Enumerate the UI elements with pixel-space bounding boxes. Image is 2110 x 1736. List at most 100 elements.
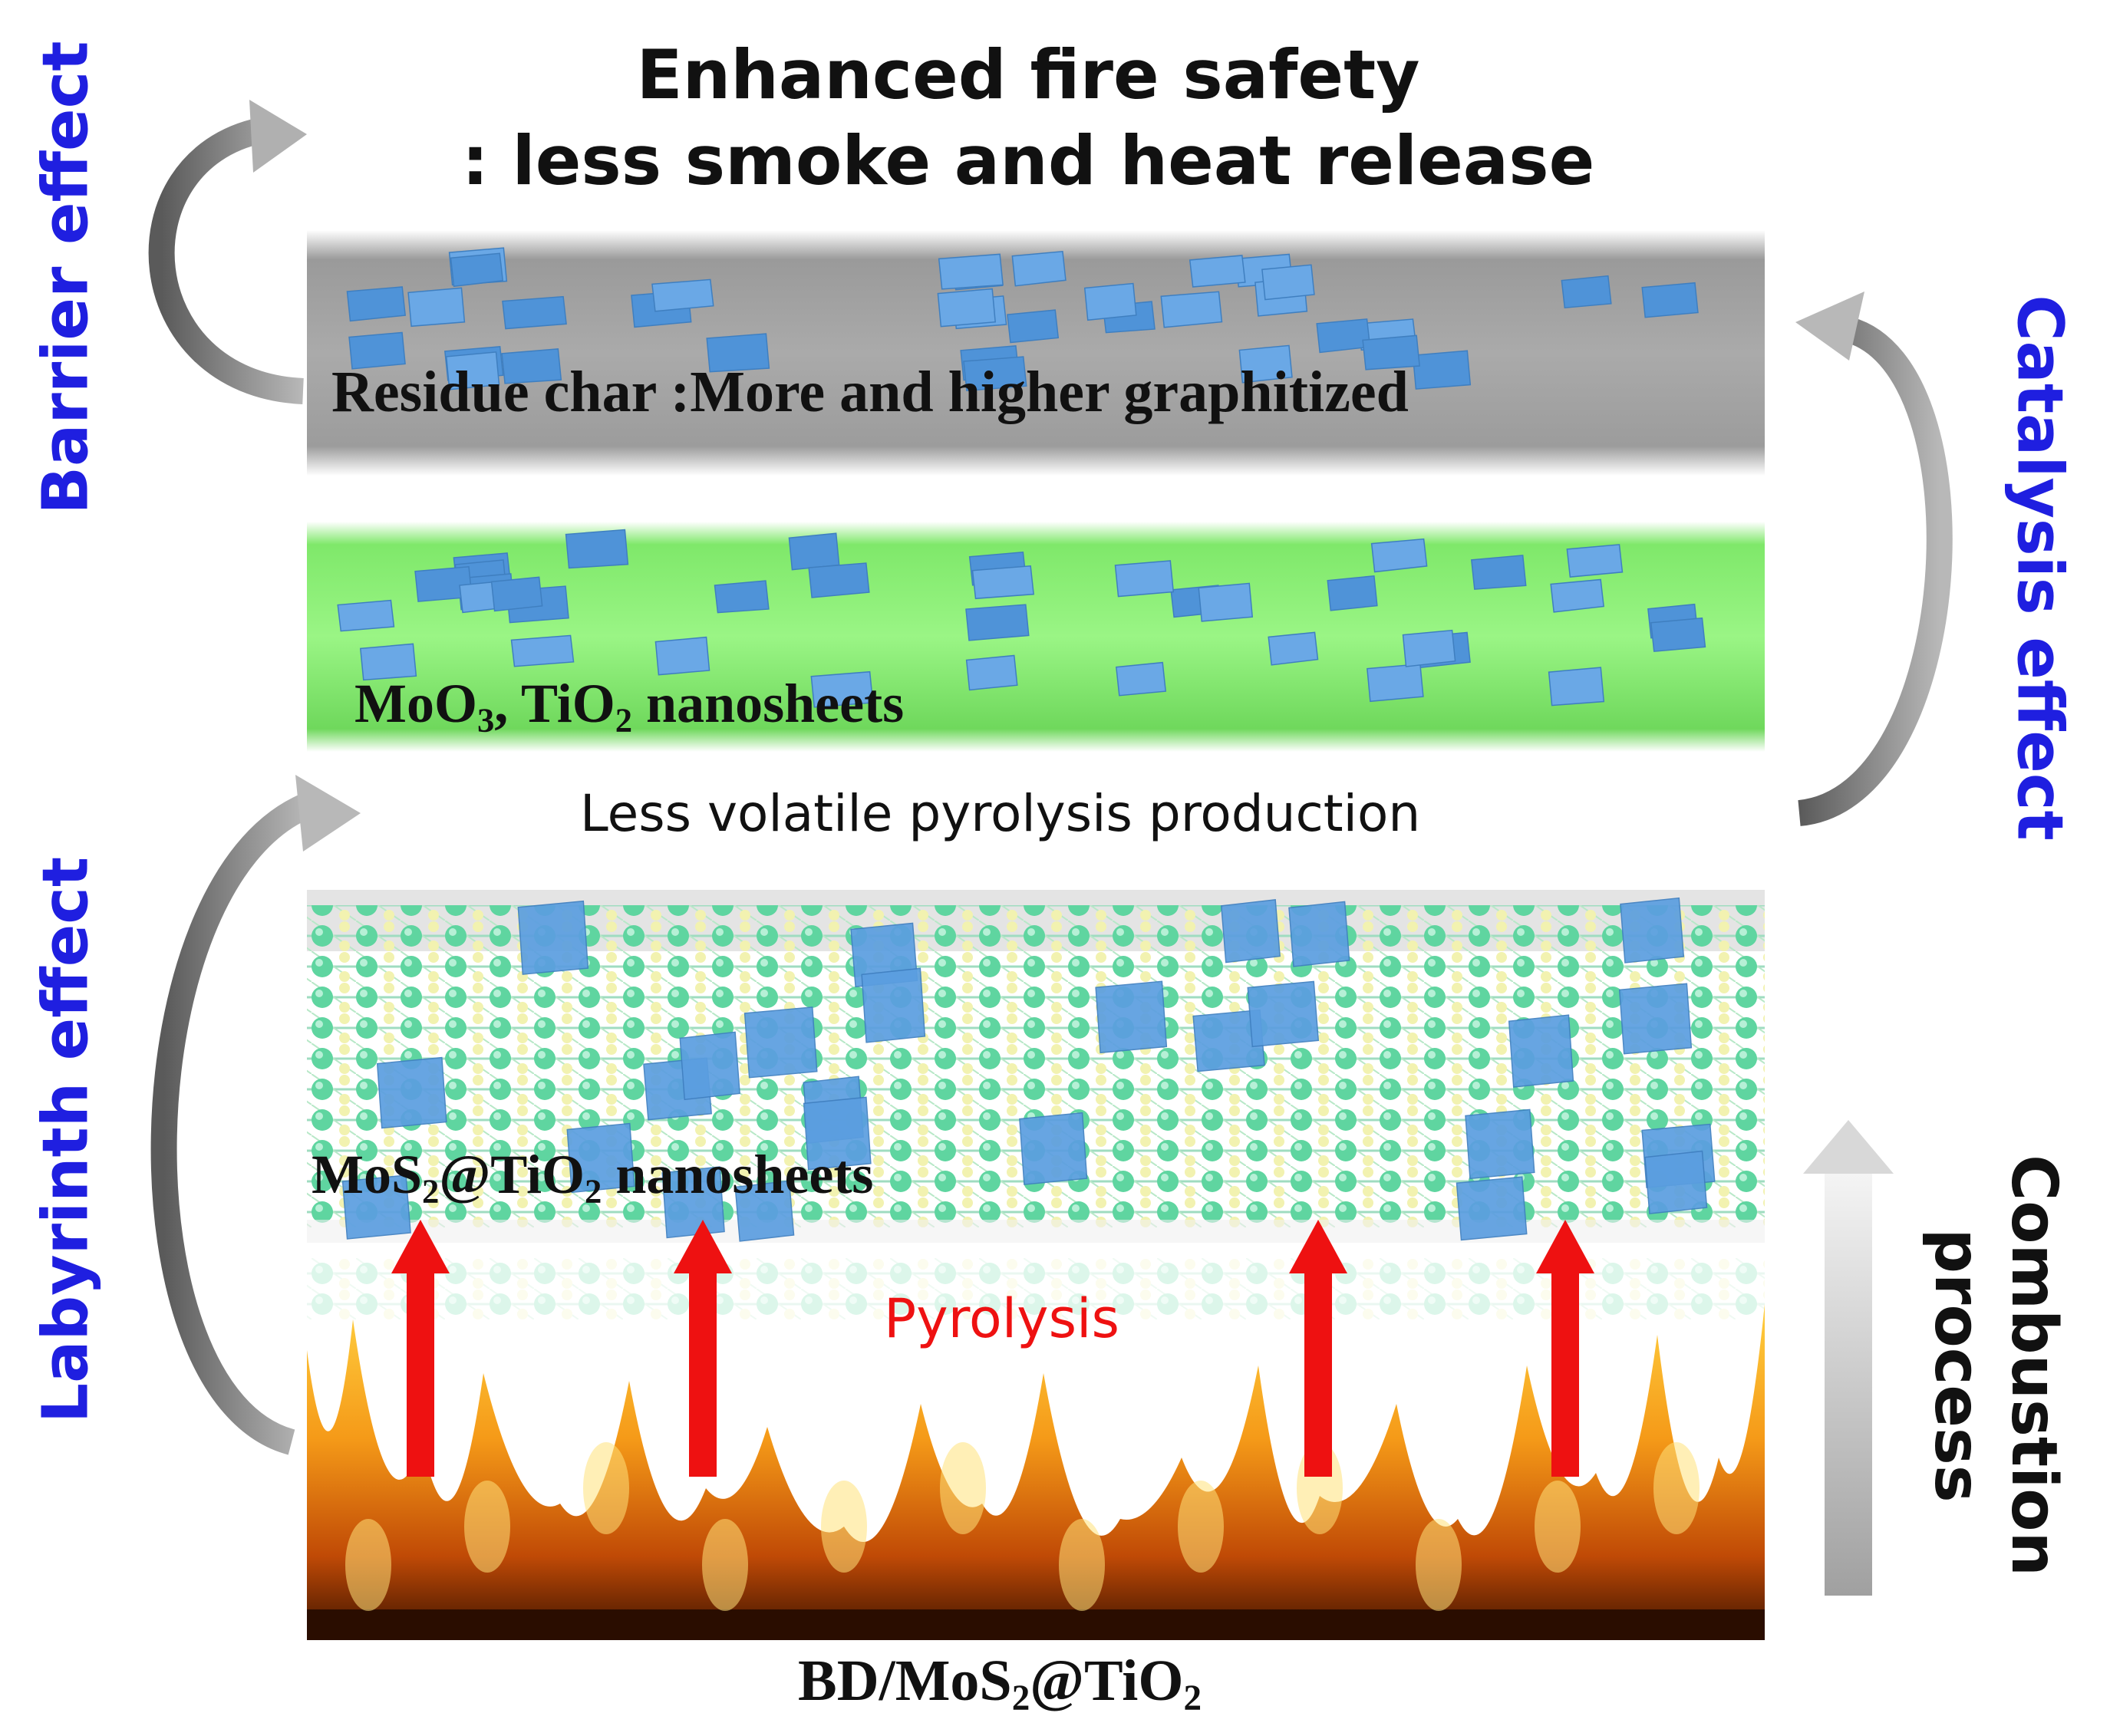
lattice-base — [307, 1220, 1765, 1243]
oxide-nanosheet — [1367, 663, 1424, 703]
oxide-nanosheet — [510, 634, 575, 667]
labyrinth-effect-label: Labyrinth effect — [29, 856, 103, 1424]
catalysis-effect-label: Catalysis effect — [2003, 295, 2076, 841]
mos2-nanosheet — [1465, 1108, 1535, 1180]
char-nanosheet — [1189, 255, 1246, 288]
flame-highlight — [583, 1442, 629, 1534]
char-nanosheet — [938, 253, 1004, 290]
oxide-nanosheet — [965, 604, 1030, 641]
flame-highlight — [821, 1481, 867, 1573]
mos2-nanosheet — [1220, 899, 1281, 964]
oxide-nanosheet — [714, 580, 770, 614]
char-nanosheet — [706, 333, 770, 373]
mos2-nanosheet — [861, 967, 926, 1043]
mos2-nanosheet — [743, 1006, 818, 1079]
flame-highlight — [1416, 1519, 1462, 1611]
char-nanosheet — [1238, 344, 1293, 384]
char-nanosheet — [651, 278, 714, 312]
lattice-reflection — [307, 1258, 1765, 1319]
title-line-2: : less smoke and heat release — [461, 121, 1595, 200]
char-nanosheet — [445, 351, 500, 390]
pyrolysis-arrow-head — [1536, 1220, 1594, 1273]
oxide-nanosheets-label: MoO3, TiO2 nanosheets — [354, 673, 905, 740]
oxide-nanosheet — [565, 529, 629, 569]
flame-highlight — [345, 1519, 391, 1611]
oxide-nanosheet — [359, 643, 417, 681]
char-nanosheet — [1412, 350, 1472, 390]
char-nanosheet — [502, 295, 567, 330]
mos2-nanosheet — [1019, 1112, 1088, 1185]
flame-highlight — [464, 1481, 510, 1573]
mos2-nanosheet — [734, 1180, 795, 1242]
mos2-nanosheet — [376, 1056, 447, 1129]
labyrinth-arrowhead — [295, 775, 361, 852]
volatile-pyrolysis-text: Less volatile pyrolysis production — [580, 784, 1421, 843]
combustion-process-label: Combustion process — [1918, 1155, 2072, 1576]
oxide-nanosheet — [1566, 544, 1624, 578]
mos2-nanosheet — [1508, 1014, 1574, 1088]
pyrolysis-arrow-head — [391, 1220, 450, 1273]
char-nanosheet — [963, 356, 1027, 392]
char-nanosheet — [450, 252, 504, 288]
combustion-line-2: process — [1920, 1228, 1993, 1503]
flame-highlight — [1535, 1481, 1581, 1573]
catalysis-arrowhead — [1795, 292, 1864, 361]
oxide-nanosheet — [1115, 661, 1167, 697]
combustion-line-1: Combustion — [1997, 1155, 2070, 1576]
oxide-nanosheet — [1268, 631, 1319, 666]
combustion-arrow-shaft — [1825, 1174, 1872, 1596]
mos2-nanosheet — [517, 900, 589, 975]
barrier-arrowhead — [249, 100, 307, 173]
char-nanosheet — [1316, 318, 1371, 354]
oxide-nanosheet — [1402, 629, 1456, 667]
mos2-nanosheet — [341, 1174, 411, 1240]
char-nanosheet — [501, 348, 562, 384]
oxide-nanosheet — [337, 599, 395, 632]
oxide-nanosheet — [490, 576, 543, 612]
oxide-nanosheet — [1114, 560, 1175, 598]
pyrolysis-arrow-shaft — [1551, 1273, 1579, 1477]
flame-highlight — [1059, 1519, 1105, 1611]
mos2-nanosheet — [1456, 1176, 1528, 1241]
mos2-nanosheet — [1247, 980, 1320, 1048]
oxide-nanosheet — [1370, 538, 1428, 573]
pyrolysis-arrow-head — [1289, 1220, 1347, 1273]
barrier-effect-label: Barrier effect — [29, 41, 103, 515]
oxide-nanosheet — [654, 636, 710, 676]
bd-composite-label: BD/MoS2@TiO2 — [798, 1649, 1202, 1719]
mos2-nanosheet — [661, 1166, 725, 1239]
mos2-nanosheet — [1620, 897, 1685, 964]
labyrinth-curve-arrow — [150, 793, 312, 1455]
mos2-nanosheet — [1618, 983, 1693, 1055]
oxide-nanosheet — [971, 565, 1034, 600]
mos2-nanosheet — [1192, 1009, 1265, 1072]
mos2-nanosheets-label: MoS2@TiO2 nanosheets — [312, 1144, 874, 1211]
char-nanosheet — [1261, 264, 1315, 301]
combustion-arrow-head — [1803, 1120, 1894, 1174]
char-nanosheet — [346, 286, 407, 322]
catalysis-curve-arrow — [1797, 317, 1953, 826]
barrier-curve-arrow — [148, 117, 304, 404]
mos2-nanosheet — [1288, 901, 1350, 967]
pyrolysis-arrow-shaft — [689, 1273, 717, 1477]
flames — [307, 1304, 1765, 1640]
oxide-nanosheet — [1548, 667, 1605, 707]
char-nanosheet — [1083, 282, 1137, 321]
title-line-1: Enhanced fire safety — [636, 35, 1420, 114]
oxide-nanosheet — [1470, 555, 1527, 590]
flame-base — [307, 1609, 1765, 1640]
mos2-nanosheet — [803, 1096, 872, 1171]
oxide-nanosheet — [808, 562, 870, 598]
char-nanosheet — [937, 288, 996, 328]
char-nanosheet — [407, 287, 466, 328]
pyrolysis-arrow-shaft — [1304, 1273, 1332, 1477]
char-nanosheet — [1641, 282, 1699, 318]
oxide-nanosheet — [1327, 575, 1378, 611]
flame-highlight — [702, 1519, 748, 1611]
char-nanosheet — [348, 331, 406, 370]
pyrolysis-label: Pyrolysis — [884, 1287, 1119, 1350]
oxide-nanosheet — [1650, 617, 1706, 652]
char-nanosheet — [1561, 275, 1612, 309]
